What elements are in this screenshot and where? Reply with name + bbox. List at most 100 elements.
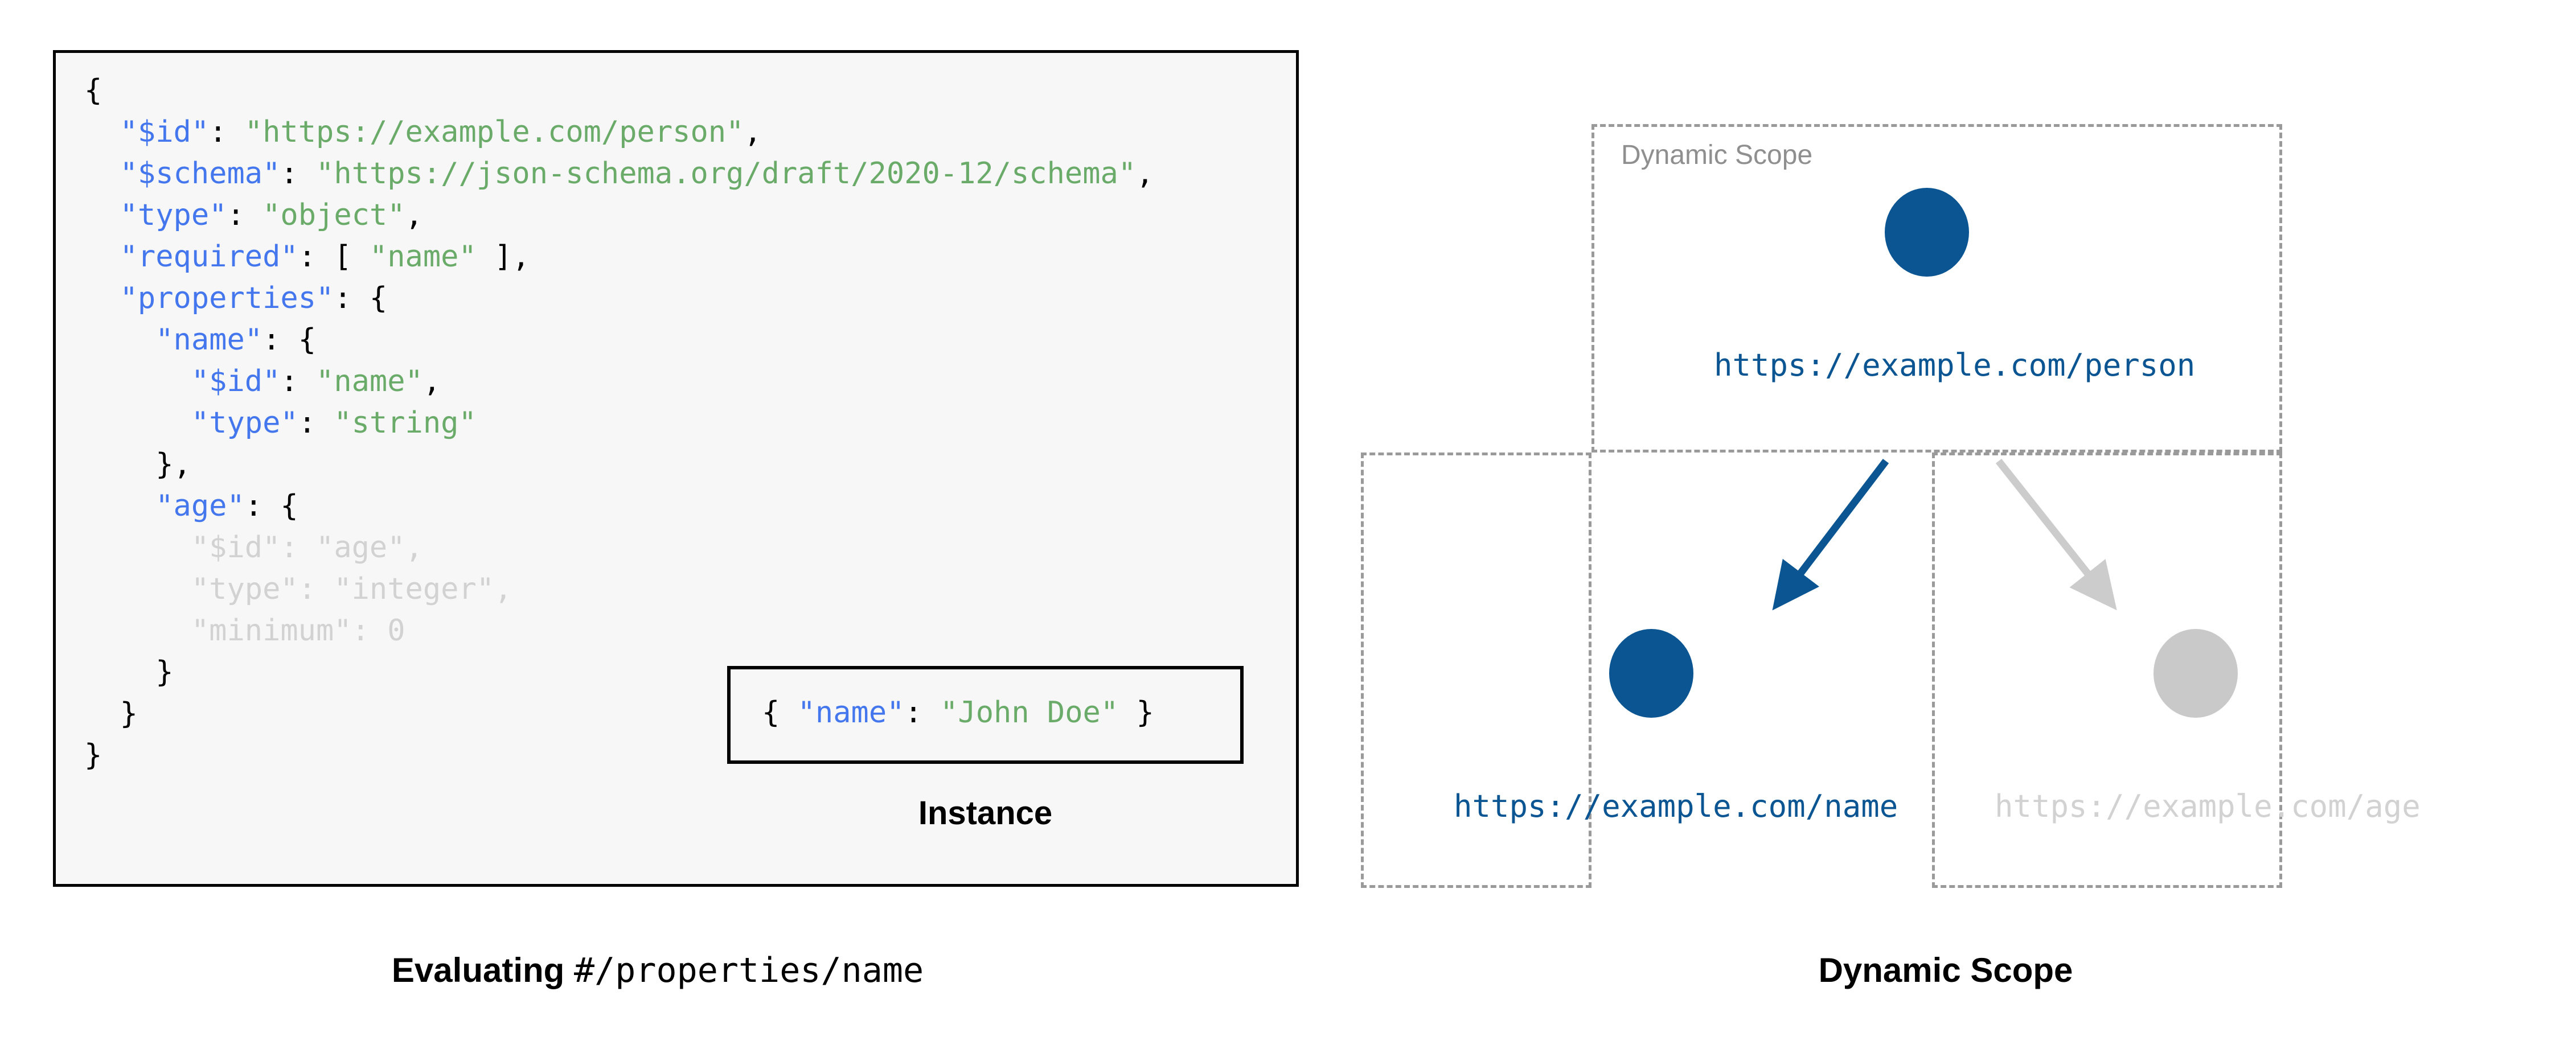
code-token: "name" (316, 364, 423, 398)
code-token: "object" (262, 198, 405, 232)
code-line: { (84, 70, 1154, 112)
node-circle-age (2153, 629, 2238, 718)
code-token: "$id" (191, 530, 281, 565)
scope-box-age (1932, 453, 2282, 888)
code-token: { (84, 73, 102, 108)
evaluating-caption-prefix: Evaluating (391, 951, 574, 989)
code-line: "properties": { (84, 278, 1154, 319)
code-line: } (84, 735, 1154, 776)
evaluating-caption: Evaluating #/properties/name (0, 951, 1315, 990)
code-token: "type" (191, 406, 298, 440)
edge-person-to-name (1772, 459, 1889, 611)
scope-box-name (1361, 453, 1591, 888)
code-token: : { (244, 489, 298, 523)
code-line: "$id": "https://example.com/person", (84, 112, 1154, 153)
node-label-name: https://example.com/name (1454, 788, 1898, 824)
code-line: "type": "string" (84, 402, 1154, 444)
code-line: "age": { (84, 486, 1154, 527)
code-token: : (298, 406, 334, 440)
code-token: "John Doe" (940, 696, 1119, 730)
code-token: : { (262, 323, 316, 357)
code-token: "integer" (334, 572, 495, 606)
scope-box-person (1591, 124, 2282, 453)
code-token: : (351, 614, 388, 648)
node-circle-name (1609, 629, 1693, 718)
code-line: }, (84, 444, 1154, 486)
instance-box: { "name": "John Doe" } (727, 666, 1244, 764)
code-token: "required" (120, 240, 298, 274)
code-line: "minimum": 0 (84, 610, 1154, 652)
evaluating-caption-pointer: #/properties/name (573, 951, 924, 990)
schema-code-block: { "$id": "https://example.com/person", "… (53, 50, 1299, 887)
code-token: } (84, 697, 138, 731)
code-line: "name": { (84, 319, 1154, 361)
code-token: "age" (316, 530, 405, 565)
node-circle-person (1885, 188, 1969, 277)
code-token (84, 364, 191, 398)
code-token: "name" (155, 323, 263, 357)
code-token: "minimum" (191, 614, 352, 648)
code-token (84, 572, 191, 606)
code-token: : (280, 530, 317, 565)
schema-code-text: { "$id": "https://example.com/person", "… (84, 70, 1154, 776)
code-token: , (1136, 157, 1154, 191)
code-token: } (84, 655, 174, 689)
code-token: "age" (155, 489, 245, 523)
code-token: "string" (334, 406, 477, 440)
code-line: "$schema": "https://json-schema.org/draf… (84, 153, 1154, 195)
code-token: } (1118, 696, 1154, 730)
code-token: { (762, 696, 798, 730)
dynamic-scope-panel: Dynamic Scope https://example.com/person… (1315, 0, 2576, 1053)
instance-code-text: { "name": "John Doe" } (762, 696, 1154, 737)
code-token: : [ (298, 240, 370, 274)
code-token: "type" (120, 198, 227, 232)
code-token: "$id" (120, 115, 210, 149)
code-token: , (405, 198, 423, 232)
code-token: : (280, 157, 317, 191)
code-token: "$id" (191, 364, 281, 398)
code-token: ], (476, 240, 530, 274)
code-token: , (405, 530, 423, 565)
code-token: "$schema" (120, 157, 281, 191)
code-line: "$id": "age", (84, 527, 1154, 569)
code-line: "$id": "name", (84, 361, 1154, 402)
code-token (84, 489, 155, 523)
code-token: "properties" (120, 281, 334, 315)
code-token: : (280, 364, 317, 398)
code-token (84, 406, 191, 440)
code-token: "name" (369, 240, 477, 274)
schema-panel: { "$id": "https://example.com/person", "… (0, 50, 1315, 990)
code-token (84, 323, 155, 357)
code-token: 0 (387, 614, 405, 648)
code-token: "https://json-schema.org/draft/2020-12/s… (316, 157, 1137, 191)
code-token: } (84, 738, 102, 772)
node-label-person: https://example.com/person (1714, 347, 2196, 383)
code-token: : (227, 198, 263, 232)
code-token (84, 281, 120, 315)
code-token (84, 157, 120, 191)
code-token (84, 198, 120, 232)
code-token: "name" (797, 696, 905, 730)
code-token: "type" (191, 572, 298, 606)
code-token: , (494, 572, 512, 606)
dynamic-scope-box-label: Dynamic Scope (1621, 140, 1813, 170)
code-line: { "name": "John Doe" } (762, 696, 1154, 737)
code-token (84, 530, 191, 565)
code-line: "type": "integer", (84, 569, 1154, 610)
code-token: , (744, 115, 762, 149)
code-token: : (298, 572, 334, 606)
code-token: : (209, 115, 245, 149)
code-token (84, 115, 120, 149)
code-token: : { (334, 281, 388, 315)
code-token: : (904, 696, 941, 730)
code-line: } (84, 652, 1154, 693)
code-line: "required": [ "name" ], (84, 236, 1154, 278)
code-token: , (423, 364, 441, 398)
node-label-age: https://example.com/age (1995, 788, 2421, 824)
code-token (84, 614, 191, 648)
code-token: "https://example.com/person" (244, 115, 744, 149)
instance-caption: Instance (918, 795, 1053, 832)
code-token: }, (84, 447, 191, 482)
code-line: } (84, 693, 1154, 735)
code-line: "type": "object", (84, 195, 1154, 236)
